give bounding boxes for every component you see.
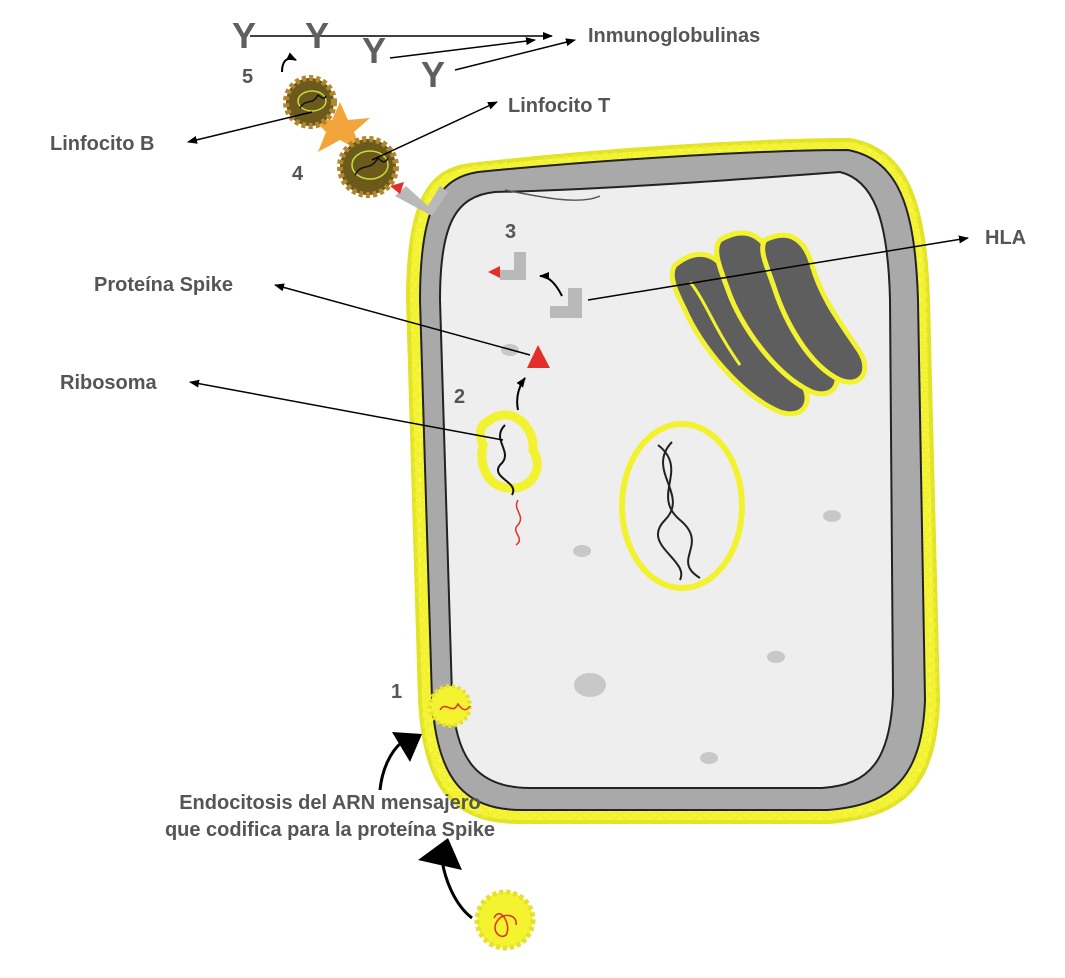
label-linfocito-b: Linfocito B xyxy=(50,134,154,154)
vacuole xyxy=(767,651,785,663)
antibody-icon: Y xyxy=(421,57,445,93)
step-number-5: 5 xyxy=(242,67,253,87)
mrna-vesicle-outside xyxy=(477,892,533,948)
lymphocyte-t-cell xyxy=(340,139,396,195)
label-proteina-spike: Proteína Spike xyxy=(94,275,233,295)
antibody-icon: Y xyxy=(362,33,386,69)
antibody-icon: Y xyxy=(232,18,256,54)
mrna-vesicle-entering xyxy=(430,686,470,726)
endocytosis-caption: Endocitosis del ARN mensajero que codifi… xyxy=(100,790,560,844)
label-inmunoglobulinas: Inmunoglobulinas xyxy=(588,26,760,46)
vacuole xyxy=(573,545,591,557)
caption-line-2: que codifica para la proteína Spike xyxy=(100,817,560,844)
step-number-2: 2 xyxy=(454,387,465,407)
step-number-4: 4 xyxy=(292,164,303,184)
caption-line-1: Endocitosis del ARN mensajero xyxy=(100,790,560,817)
vacuole xyxy=(700,752,718,764)
endocytosis-arrow-upper xyxy=(380,742,402,790)
label-hla: HLA xyxy=(985,228,1026,248)
lymphocyte-b-cell xyxy=(286,78,334,126)
step-number-1: 1 xyxy=(391,682,402,702)
antibody-icon: Y xyxy=(305,18,329,54)
label-linfocito-t: Linfocito T xyxy=(508,96,610,116)
nucleus xyxy=(622,424,742,588)
vacuole xyxy=(574,673,606,697)
step-number-3: 3 xyxy=(505,222,516,242)
vacuole xyxy=(823,510,841,522)
label-ribosoma: Ribosoma xyxy=(60,373,157,393)
